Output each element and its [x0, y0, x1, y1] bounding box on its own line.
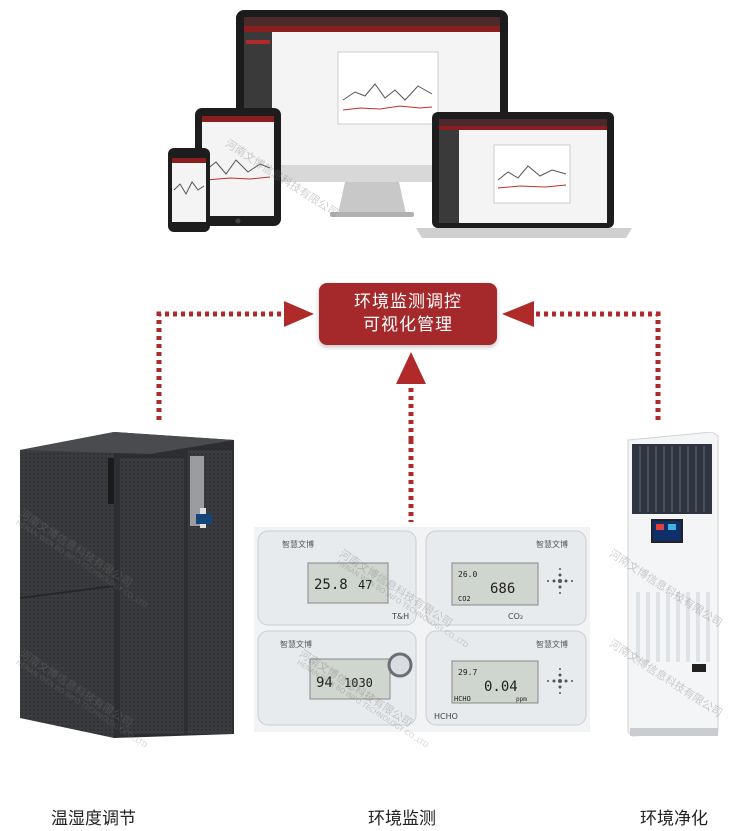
arrow-left-head [284, 301, 314, 327]
sensor4-vent-icon [547, 668, 573, 694]
flow-arrows [156, 301, 661, 440]
center-box-line1: 环境监测调控 [354, 292, 462, 312]
sensor-hcho: 智慧文博 29.7 0.04 HCHO ppm HCHO [425, 630, 587, 726]
sensor3-brand: 智慧文博 [280, 639, 312, 649]
sensor2-brand: 智慧文博 [536, 539, 568, 549]
sensor2-tag: CO2 [458, 595, 471, 603]
sensor4-value2: 0.04 [484, 679, 518, 695]
sensor-grid: 智慧文博 25.8 47 T&H 智慧文博 26.0 686 CO2 CO₂ 智… [254, 527, 590, 732]
air-purifier-cabinet [627, 432, 719, 737]
arrow-right-path [533, 311, 661, 420]
sensor1-brand: 智慧文博 [282, 539, 314, 549]
sensor2-tag-bottom: CO₂ [508, 612, 523, 621]
arrow-middle-head [396, 352, 426, 384]
sensor-th: 智慧文博 25.8 47 T&H [257, 530, 417, 626]
sensor4-brand: 智慧文博 [536, 639, 568, 649]
sensor1-value1: 25.8 [314, 577, 348, 593]
sensor-pressure: 智慧文博 94 1030 [257, 630, 417, 726]
sensor1-value2: 47 [358, 578, 372, 592]
sensor3-value1: 94 [316, 675, 333, 691]
arrow-left-path [156, 311, 285, 420]
phone [168, 148, 210, 232]
caption-environment-monitoring: 环境监测 [368, 809, 436, 829]
air-conditioner-cabinet [20, 432, 234, 738]
caption-environment-purification: 环境净化 [640, 809, 708, 829]
sensor2-vent-icon [547, 568, 573, 594]
sensor1-tag: T&H [391, 612, 409, 621]
arrow-middle-lower [408, 440, 414, 522]
sensor4-unit: ppm [516, 696, 527, 703]
devices-illustration [168, 10, 632, 238]
purifier-touchscreen [651, 519, 683, 543]
sensor3-value2: 1030 [344, 676, 373, 690]
sensor4-value1: 29.7 [458, 668, 477, 677]
sensor4-tag: HCHO [454, 695, 471, 703]
sensor2-value1: 26.0 [458, 570, 477, 579]
center-management-box: 环境监测调控 可视化管理 [319, 283, 497, 345]
sensor-co2: 智慧文博 26.0 686 CO2 CO₂ [425, 530, 587, 626]
sensor3-port-icon [387, 652, 413, 678]
arrow-right-head [502, 301, 534, 327]
caption-temperature-humidity: 温湿度调节 [51, 809, 136, 829]
sensor4-tag-bottom: HCHO [434, 712, 458, 721]
laptop [416, 112, 632, 238]
tablet [195, 108, 281, 226]
sensor2-value2: 686 [490, 581, 515, 597]
center-box-line2: 可视化管理 [363, 315, 453, 335]
